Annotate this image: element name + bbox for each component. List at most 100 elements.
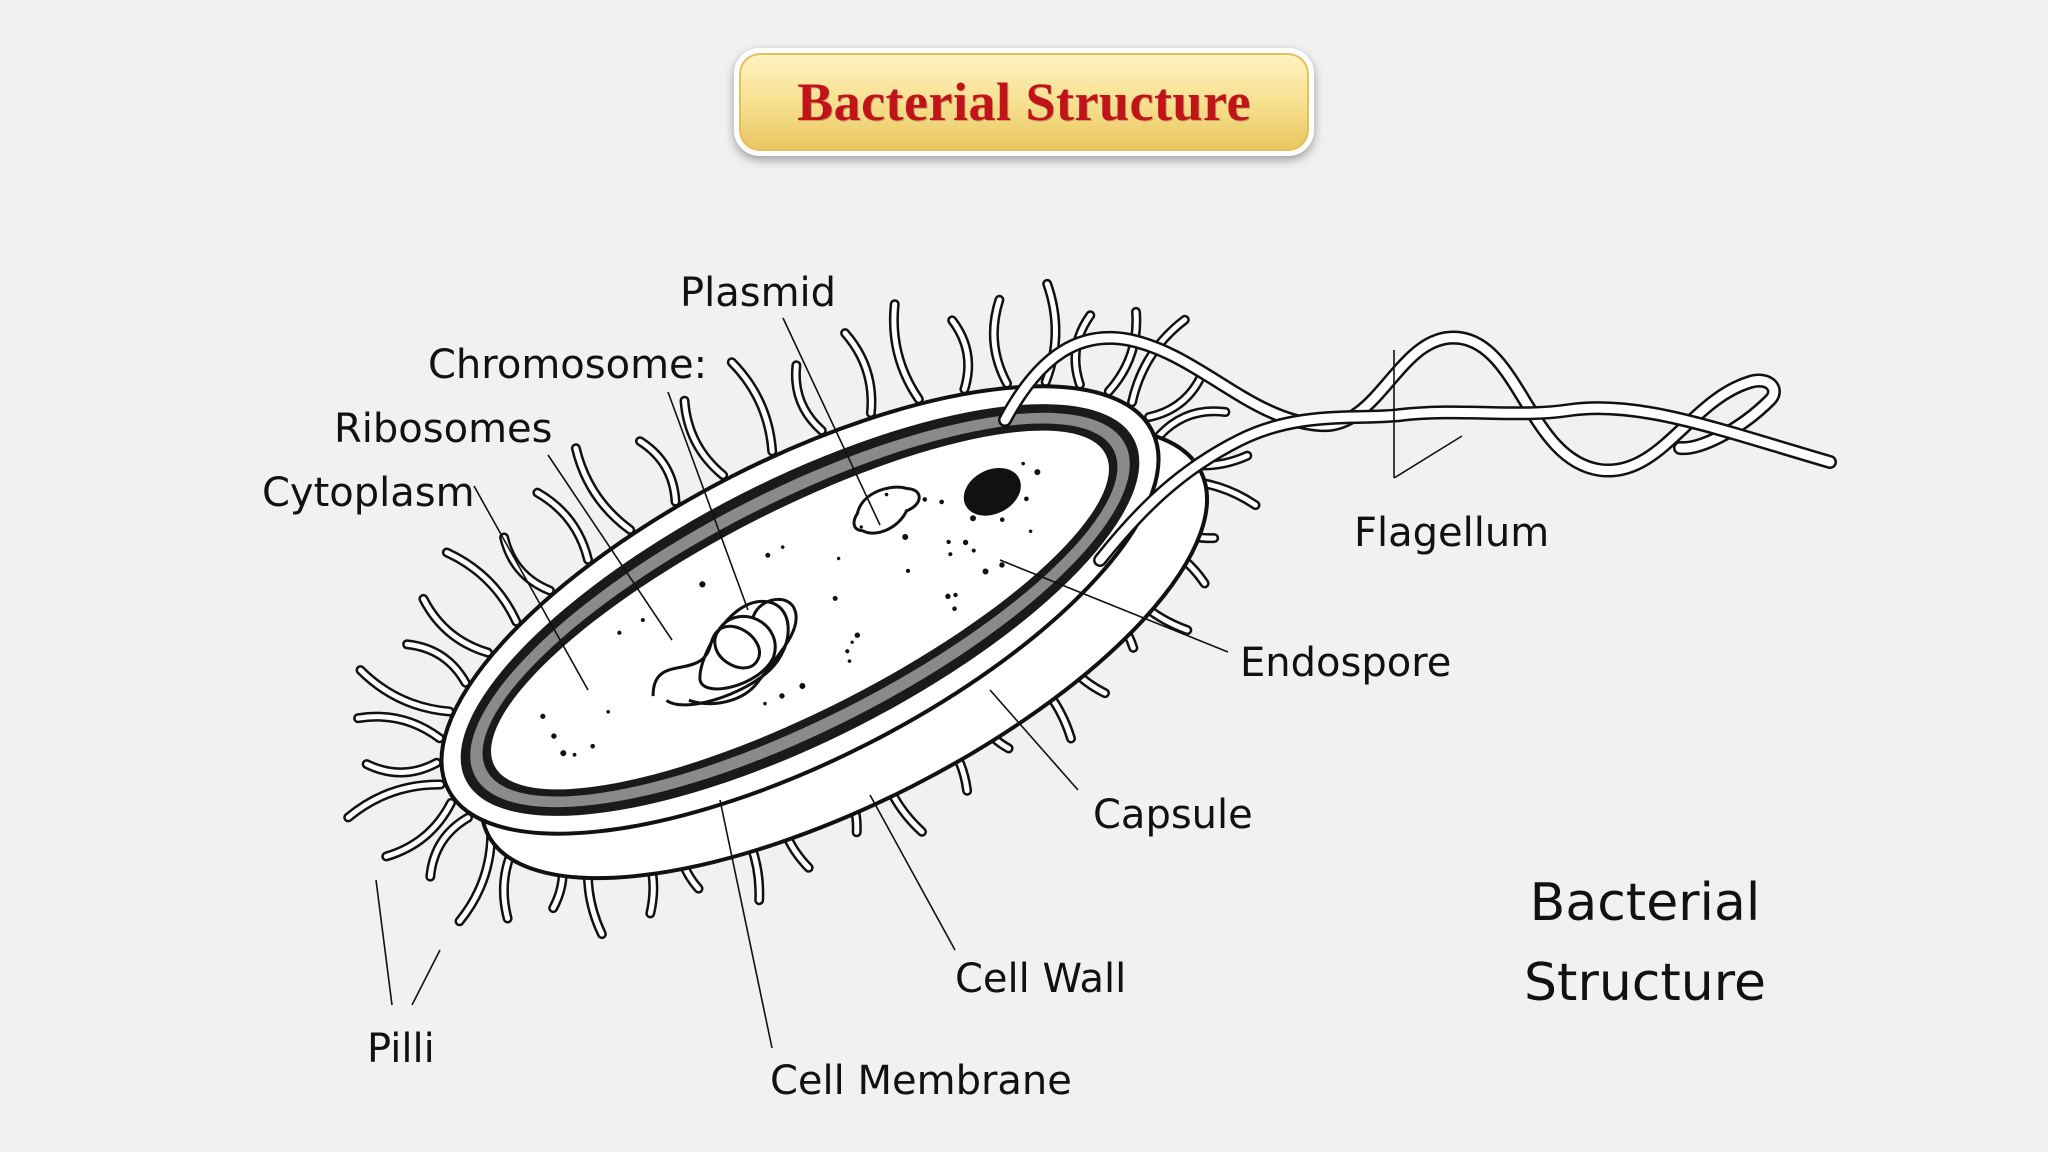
pilus-highlight: [358, 667, 452, 714]
leader-flagellum-b: [1393, 435, 1463, 479]
label-capsule: Capsule: [1093, 792, 1253, 838]
ribosome-dot: [905, 568, 911, 573]
pilus: [570, 443, 636, 535]
pilus-highlight: [1043, 281, 1058, 385]
ribosome-dot: [1021, 461, 1025, 466]
pilus: [499, 532, 555, 596]
ribosome-dot: [640, 618, 645, 623]
label-plasmid: Plasmid: [680, 270, 836, 316]
pilus: [355, 665, 455, 717]
ribosome-dot: [845, 649, 850, 654]
ribosomes: [540, 461, 1041, 757]
pilus-highlight: [1106, 309, 1139, 394]
label-chromosome: Chromosome:: [428, 342, 707, 388]
leader-plasmid: [782, 317, 881, 526]
ribosome-dot: [948, 552, 953, 557]
ribosome-dot: [850, 640, 854, 644]
pilus: [441, 547, 522, 627]
ribosome-dot: [606, 709, 610, 714]
leader-pilli-b: [411, 949, 441, 1006]
ribosome-dot: [982, 480, 989, 487]
page-title: Bacterial Structure: [797, 72, 1251, 132]
pilus-highlight: [637, 438, 678, 505]
title-banner: Bacterial Structure: [734, 48, 1314, 156]
ribosome-dot: [953, 592, 958, 598]
flagellum-tail-inner: [1095, 403, 1835, 565]
ribosome-dot: [847, 659, 852, 663]
ribosome-dot: [763, 701, 767, 706]
pilus: [679, 395, 729, 481]
ribosome-dot: [780, 545, 785, 549]
pilus-highlight: [1157, 408, 1228, 438]
label-ribosomes: Ribosomes: [334, 406, 553, 452]
pilus-highlight: [534, 490, 591, 563]
ribosome-dot: [999, 517, 1005, 522]
leader-cell-wall: [869, 794, 956, 951]
pilus-highlight: [364, 760, 440, 775]
ribosome-dot: [946, 539, 951, 545]
label-flagellum: Flagellum: [1354, 510, 1549, 556]
pilus-highlight: [1146, 370, 1206, 420]
pilus-highlight: [842, 330, 874, 416]
ribosome-dot: [952, 606, 957, 611]
ribosome-dot: [945, 593, 951, 600]
label-endospore: Endospore: [1240, 640, 1451, 686]
ribosome-dot: [859, 525, 864, 529]
ribosome-dot: [832, 595, 838, 601]
pilus: [418, 593, 493, 658]
leader-lines: [375, 317, 1463, 1049]
caption-line1: Bacterial: [1530, 873, 1761, 933]
label-pilli: Pilli: [367, 1026, 435, 1072]
plasmid: [852, 485, 921, 535]
pilus-highlight: [444, 550, 519, 625]
pilus: [726, 357, 778, 457]
pilus-highlight: [345, 781, 443, 820]
pilus-highlight: [991, 297, 1010, 386]
pilus-highlight: [793, 362, 825, 434]
ribosome-dot: [999, 562, 1005, 568]
flagellum-inner: [1000, 333, 1779, 475]
ribosome-dot: [572, 752, 577, 757]
cytoplasm: [491, 430, 1109, 790]
pilus-highlight: [404, 641, 469, 686]
ribosome-dot: [765, 552, 771, 558]
leader-endospore: [999, 559, 1229, 653]
pilus-highlight: [355, 714, 443, 741]
ribosome-dot: [1028, 529, 1033, 534]
ribosome-dot: [902, 533, 909, 540]
pilus-highlight: [1129, 317, 1188, 405]
pilus-highlight: [949, 317, 971, 392]
endospore: [963, 467, 1021, 516]
chromosome-strand: [688, 597, 798, 706]
leader-cytoplasm: [473, 485, 589, 691]
ribosome-dot: [699, 581, 706, 588]
pilus-highlight: [891, 301, 922, 402]
pilus-highlight: [383, 800, 454, 859]
label-cytoplasm: Cytoplasm: [262, 470, 475, 516]
caption-line2: Structure: [1524, 953, 1766, 1013]
ribosome-dot: [1024, 496, 1029, 502]
flagellum: [998, 330, 1837, 567]
ribosome-dot: [551, 733, 557, 739]
ribosome-dot: [617, 630, 622, 635]
pilus: [402, 639, 471, 688]
bacterial-cell: [439, 384, 1210, 881]
leader-cell-membrane: [719, 799, 773, 1049]
ribosome-dot: [590, 743, 596, 749]
ribosome-dot: [962, 539, 969, 546]
ribosome-dot: [560, 750, 567, 757]
pilus-highlight: [427, 815, 471, 880]
ribosome-dot: [970, 515, 977, 522]
label-cell-wall: Cell Wall: [955, 956, 1126, 1002]
label-cell-membrane: Cell Membrane: [770, 1058, 1072, 1104]
pilus-highlight: [573, 445, 633, 533]
ribosome-dot: [939, 499, 944, 505]
ribosome-dot: [982, 568, 989, 575]
ribosome-dot: [836, 556, 841, 561]
ribosome-dot: [922, 497, 928, 502]
ribosome-dot: [884, 492, 889, 497]
leader-chromosome: [667, 391, 749, 611]
leader-capsule: [989, 689, 1079, 791]
leader-pilli-a: [375, 879, 393, 1006]
